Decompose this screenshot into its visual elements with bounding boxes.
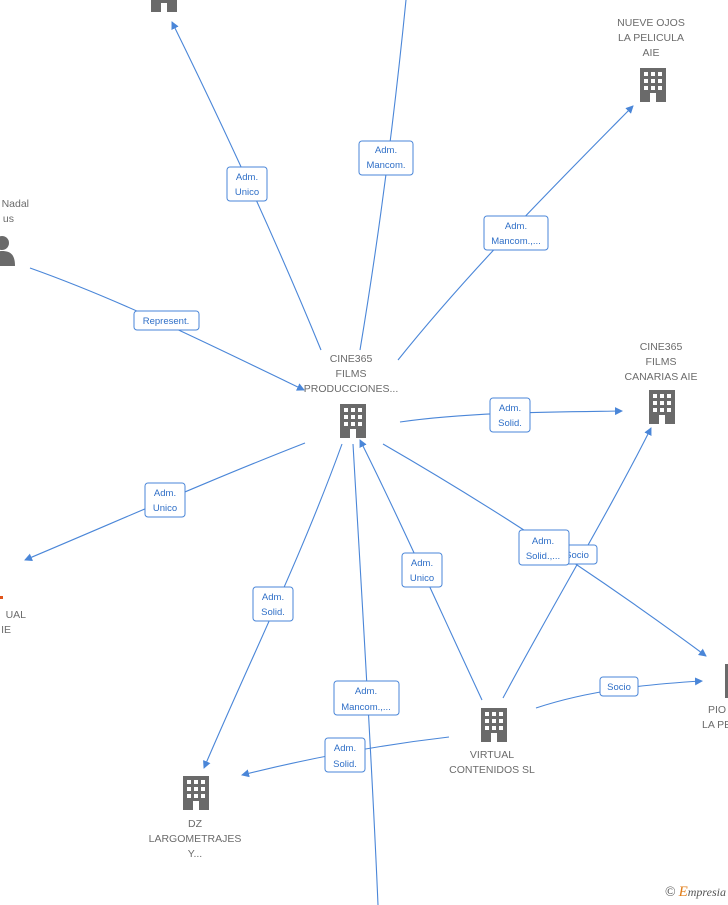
svg-text:Solid.,...: Solid.,... <box>526 551 560 562</box>
svg-text:AIE: AIE <box>643 47 660 59</box>
svg-text:LA PE: LA PE <box>702 719 728 731</box>
svg-text:LARGOMETRAJES: LARGOMETRAJES <box>149 833 242 845</box>
svg-text:Mancom.,...: Mancom.,... <box>491 236 541 247</box>
edge-label-adm-unico-virtual[interactable]: Adm. Unico <box>401 552 443 588</box>
svg-text:us: us <box>3 213 14 225</box>
edge-label-socio-right[interactable]: Socio <box>599 676 639 697</box>
node-person[interactable]: Nadal us <box>0 198 29 266</box>
edge-label-adm-solid-canarias[interactable]: Adm. Solid. <box>489 397 531 433</box>
node-left-aie[interactable]: UAL IE <box>0 596 26 636</box>
svg-text:Unico: Unico <box>153 503 177 514</box>
svg-text:Adm.: Adm. <box>532 536 554 547</box>
edge-label-adm-mancom-bottom[interactable]: Adm. Mancom.,... <box>333 680 400 716</box>
svg-text:Y...: Y... <box>188 848 202 860</box>
svg-text:VIRTUAL: VIRTUAL <box>470 749 514 761</box>
svg-text:IE: IE <box>1 624 11 636</box>
svg-text:FILMS: FILMS <box>336 368 367 380</box>
highlight-marker <box>0 596 3 599</box>
building-icon <box>183 776 209 810</box>
node-top-left[interactable] <box>151 0 177 12</box>
edge-label-adm-mancom-nueve[interactable]: Adm. Mancom.,... <box>483 215 549 251</box>
edge-central-bottom <box>352 443 379 905</box>
node-cine365-canarias[interactable]: CINE365 FILMS CANARIAS AIE <box>625 341 698 424</box>
svg-text:Adm.: Adm. <box>334 743 356 754</box>
svg-text:Socio: Socio <box>607 682 631 693</box>
person-icon <box>0 236 15 266</box>
edge-label-adm-solid-dz[interactable]: Adm. Solid. <box>252 586 294 622</box>
svg-text:Adm.: Adm. <box>375 145 397 156</box>
svg-text:Adm.: Adm. <box>262 592 284 603</box>
node-dz-largometrajes[interactable]: DZ LARGOMETRAJES Y... <box>149 776 242 860</box>
svg-text:Adm.: Adm. <box>355 686 377 697</box>
svg-text:CINE365: CINE365 <box>640 341 683 353</box>
svg-text:Adm.: Adm. <box>505 221 527 232</box>
building-icon <box>649 390 675 424</box>
building-icon <box>340 404 366 438</box>
edge-label-represent[interactable]: Represent. <box>133 310 200 331</box>
copyright-icon: © <box>664 885 676 900</box>
building-icon <box>481 708 507 742</box>
svg-text:Adm.: Adm. <box>411 558 433 569</box>
svg-text:Unico: Unico <box>410 573 434 584</box>
edge-label-adm-unico-top[interactable]: Adm. Unico <box>226 166 268 202</box>
svg-text:Socio: Socio <box>565 550 589 561</box>
svg-text:Mancom.,...: Mancom.,... <box>341 702 391 713</box>
svg-text:CANARIAS AIE: CANARIAS AIE <box>625 371 698 383</box>
edge-label-adm-solid-mid[interactable]: Adm. Solid.,... <box>518 529 570 566</box>
svg-text:Solid.: Solid. <box>498 418 522 429</box>
brand-initial: E <box>678 884 688 900</box>
svg-text:UAL: UAL <box>6 609 27 621</box>
edge-label-adm-mancom-top[interactable]: Adm. Mancom. <box>358 140 414 176</box>
brand-name: mpresia <box>687 885 726 899</box>
building-icon <box>151 0 177 12</box>
node-nueve-ojos[interactable]: NUEVE OJOS LA PELICULA AIE <box>617 17 685 102</box>
edge-label-adm-solid-virtual-dz[interactable]: Adm. Solid. <box>324 737 366 773</box>
svg-text:Represent.: Represent. <box>143 316 189 327</box>
svg-text:LA PELICULA: LA PELICULA <box>618 32 684 44</box>
node-cine365-producciones[interactable]: CINE365 FILMS PRODUCCIONES... <box>304 353 399 438</box>
node-virtual-contenidos[interactable]: VIRTUAL CONTENIDOS SL <box>449 708 535 776</box>
svg-text:FILMS: FILMS <box>646 356 677 368</box>
svg-text:NUEVE OJOS: NUEVE OJOS <box>617 17 685 29</box>
svg-text:Adm.: Adm. <box>236 172 258 183</box>
svg-text:DZ: DZ <box>188 818 203 830</box>
svg-text:Adm.: Adm. <box>499 403 521 414</box>
svg-text:Adm.: Adm. <box>154 488 176 499</box>
svg-text:Solid.: Solid. <box>261 607 285 618</box>
svg-text:Nadal: Nadal <box>2 198 29 210</box>
building-icon <box>640 68 666 102</box>
empresia-brand: © Empresia <box>665 884 726 901</box>
svg-text:Mancom.: Mancom. <box>366 160 405 171</box>
svg-text:Unico: Unico <box>235 187 259 198</box>
svg-text:CINE365: CINE365 <box>330 353 373 365</box>
svg-text:PRODUCCIONES...: PRODUCCIONES... <box>304 383 399 395</box>
node-right-pio[interactable]: PIO LA PE <box>702 664 728 731</box>
svg-text:PIO: PIO <box>708 704 726 716</box>
svg-text:CONTENIDOS SL: CONTENIDOS SL <box>449 764 535 776</box>
svg-text:Solid.: Solid. <box>333 759 357 770</box>
edge-label-adm-unico-left[interactable]: Adm. Unico <box>144 482 186 518</box>
